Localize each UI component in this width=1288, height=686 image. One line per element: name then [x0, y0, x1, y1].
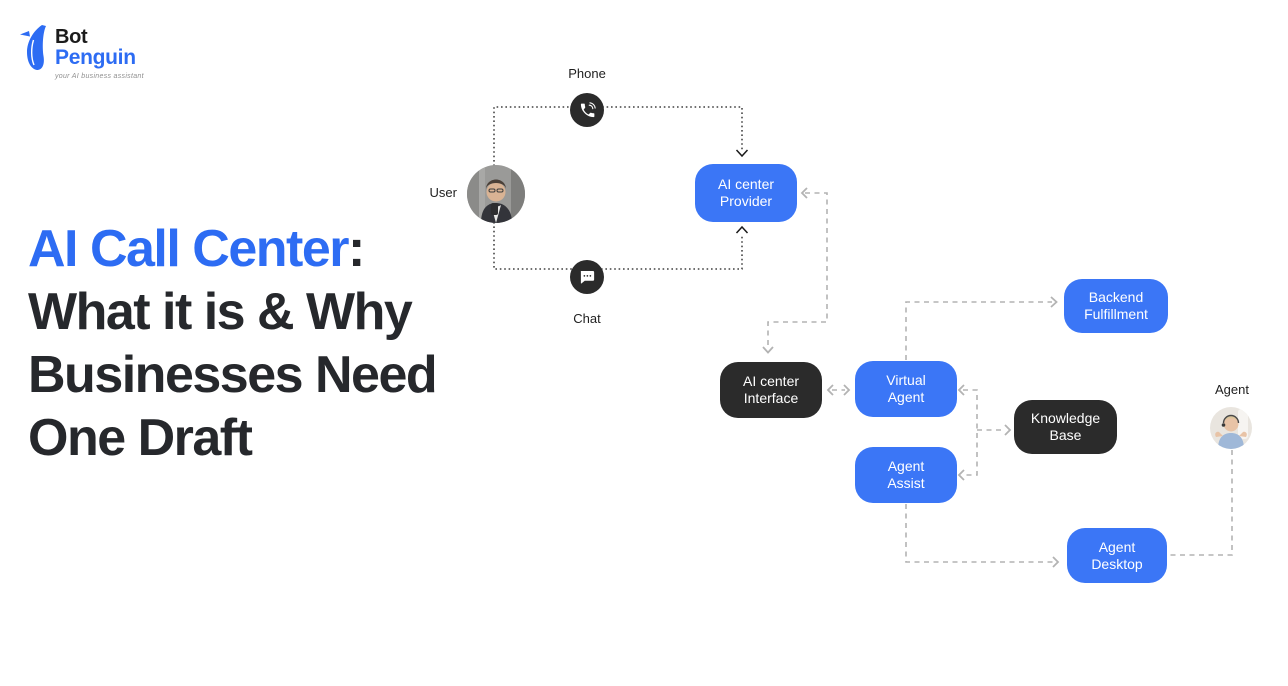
edge-arrowheads-black: [735, 149, 749, 234]
phone-label: Phone: [568, 66, 606, 81]
edge-knowledge-hub: [963, 389, 1005, 476]
page-title-line2: What it is & Why: [28, 283, 413, 341]
botpenguin-logo: Bot Penguin your AI business assistant: [18, 24, 144, 80]
edge-virtualagent-backend: [905, 301, 1052, 360]
node-virtual-agent: Virtual Agent: [855, 361, 957, 417]
chat-icon: [570, 260, 604, 294]
agent-label: Agent: [1215, 382, 1249, 397]
chat-label: Chat: [573, 311, 601, 326]
logo-tagline: your AI business assistant: [55, 73, 144, 80]
penguin-icon: [20, 25, 46, 70]
node-agent-desktop: Agent Desktop: [1067, 528, 1167, 583]
page-title-colon: :: [347, 220, 365, 278]
logo-text-penguin: Penguin: [55, 46, 136, 69]
page-title: AI Call Center: What it is & Why Busines…: [28, 218, 528, 470]
node-backend-fulfillment: Backend Fulfillment: [1064, 279, 1168, 333]
page-title-highlight: AI Call Center: [28, 220, 349, 278]
edge-agentdesktop-agent: [1169, 450, 1233, 556]
agent-avatar: [1210, 407, 1252, 449]
logo-text-bot: Bot: [55, 26, 88, 48]
phone-icon: [570, 93, 604, 127]
edge-user-phone-provider: [493, 106, 743, 166]
page-title-line3: Businesses Need: [28, 346, 438, 404]
user-label: User: [429, 185, 457, 200]
user-avatar: [467, 165, 525, 223]
edge-arrowheads-gray: [762, 187, 1060, 568]
node-ai-center-provider: AI center Provider: [695, 164, 797, 222]
node-ai-center-interface: AI center Interface: [720, 362, 822, 418]
edge-user-chat-provider: [493, 222, 743, 270]
edge-agentassist-agentdesktop: [905, 504, 1053, 563]
page-title-line4: One Draft: [28, 409, 253, 467]
node-agent-assist: Agent Assist: [855, 447, 957, 503]
node-knowledge-base: Knowledge Base: [1014, 400, 1117, 454]
